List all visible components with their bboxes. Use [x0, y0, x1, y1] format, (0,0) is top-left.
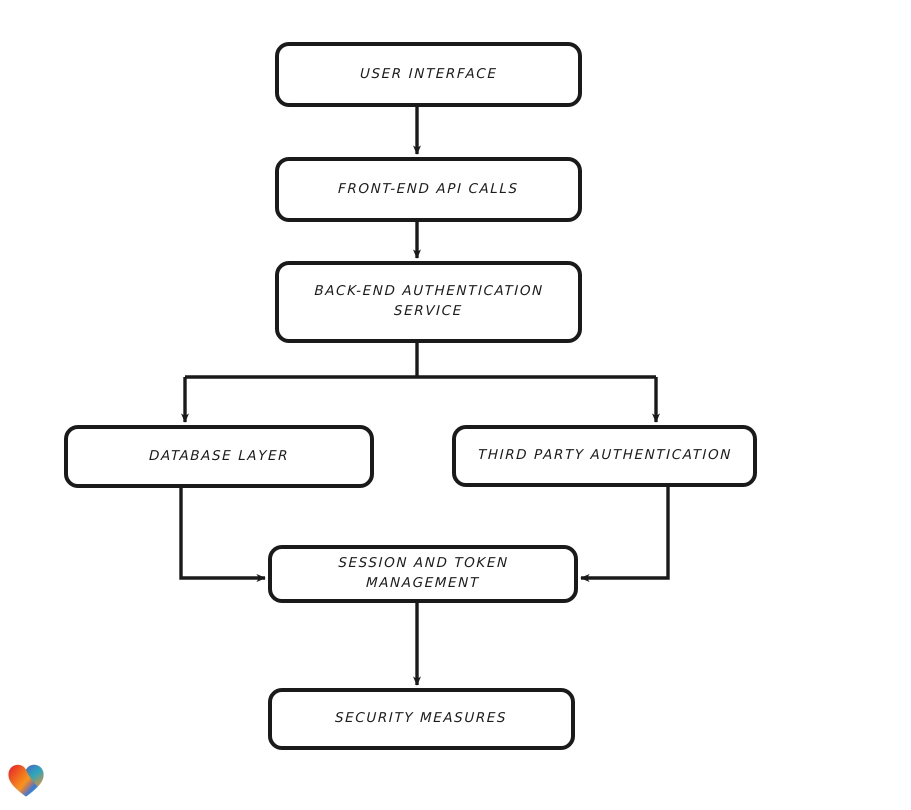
node-label-backend-auth-service: Back-End Authentication Service — [313, 283, 544, 319]
node-backend-auth-service[interactable]: Back-End Authentication Service — [275, 261, 582, 343]
edge-thirdparty-to-session — [580, 487, 670, 582]
node-third-party-auth[interactable]: Third Party Authentication — [452, 425, 757, 487]
node-security-measures[interactable]: Security Measures — [268, 688, 575, 750]
heart-icon — [8, 764, 44, 797]
node-label-security-measures: Security Measures — [335, 710, 508, 727]
node-frontend-api-calls[interactable]: Front-End API Calls — [275, 157, 582, 222]
node-label-user-interface: User Interface — [359, 65, 498, 82]
edge-database-to-session — [179, 488, 266, 582]
node-session-token-management[interactable]: Session and Token Management — [268, 545, 578, 603]
node-label-session-token-management: Session and Token Management — [337, 555, 509, 591]
node-database-layer[interactable]: Database Layer — [64, 425, 374, 488]
node-label-third-party-auth: Third Party Authentication — [477, 447, 732, 464]
node-label-database-layer: Database Layer — [148, 447, 290, 464]
node-label-frontend-api-calls: Front-End API Calls — [337, 180, 520, 197]
node-user-interface[interactable]: User Interface — [275, 42, 582, 107]
